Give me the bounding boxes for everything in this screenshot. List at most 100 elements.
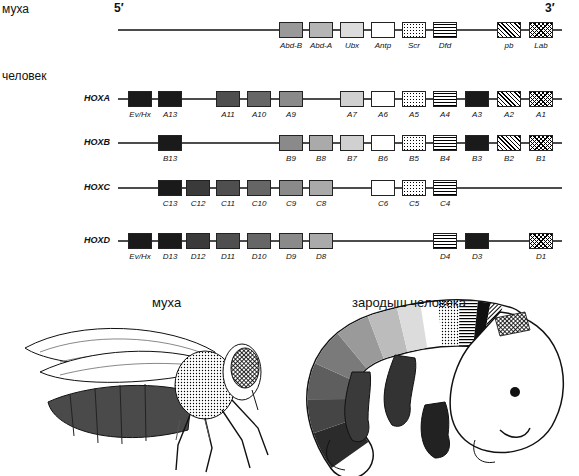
gene-name: B6 — [378, 154, 388, 163]
gene-box: A4 — [433, 91, 457, 107]
gene-name: A11 — [221, 110, 235, 119]
gene-fill — [402, 180, 426, 196]
gene-box: B6 — [371, 135, 395, 151]
gene-box: A7 — [340, 91, 364, 107]
gene-box: A2 — [497, 91, 521, 107]
gene-box: A11 — [216, 91, 240, 107]
gene-fill — [402, 22, 426, 38]
gene-name: B2 — [504, 154, 514, 163]
gene-fill — [158, 91, 182, 107]
gene-name: A7 — [347, 110, 357, 119]
gene-fill — [529, 233, 553, 249]
species-label: человек — [2, 70, 47, 82]
gene-box: D13 — [158, 233, 182, 249]
gene-name: D12 — [191, 252, 206, 261]
gene-box: A5 — [402, 91, 426, 107]
gene-box: A3 — [465, 91, 489, 107]
gene-fill — [497, 135, 521, 151]
figure-label: зародыш человека — [352, 296, 466, 309]
gene-name: B13 — [163, 154, 177, 163]
gene-name: D13 — [163, 252, 178, 261]
cluster-name: HOXA — [84, 94, 110, 103]
fly-drawing — [25, 328, 268, 472]
gene-fill — [309, 135, 333, 151]
gene-fill — [216, 91, 240, 107]
gene-fill — [402, 135, 426, 151]
gene-fill — [247, 91, 271, 107]
gene-box: C11 — [216, 180, 240, 196]
gene-fill — [279, 233, 303, 249]
gene-name: A5 — [409, 110, 419, 119]
gene-fill — [433, 91, 457, 107]
gene-fill — [128, 91, 152, 107]
gene-fill — [247, 180, 271, 196]
gene-name: B7 — [347, 154, 357, 163]
gene-fill — [371, 180, 395, 196]
gene-name: D11 — [221, 252, 235, 261]
gene-box: D3 — [465, 233, 489, 249]
gene-box: C12 — [186, 180, 210, 196]
gene-box: Ev/Hx — [128, 91, 152, 107]
gene-fill — [309, 180, 333, 196]
cluster-name: HOXD — [84, 236, 110, 245]
gene-fill — [340, 135, 364, 151]
gene-name: Antp — [375, 41, 391, 50]
gene-fill — [497, 91, 521, 107]
gene-name: C9 — [286, 199, 296, 208]
gene-name: D9 — [286, 252, 296, 261]
gene-name: B4 — [440, 154, 450, 163]
gene-box: C5 — [402, 180, 426, 196]
gene-box: C13 — [158, 180, 182, 196]
gene-name: B9 — [286, 154, 296, 163]
gene-box: B3 — [465, 135, 489, 151]
gene-box: D10 — [247, 233, 271, 249]
gene-name: A6 — [378, 110, 388, 119]
gene-name: Dfd — [439, 41, 451, 50]
gene-name: A1 — [536, 110, 546, 119]
gene-fill — [309, 233, 333, 249]
gene-name: A13 — [163, 110, 177, 119]
gene-fill — [402, 91, 426, 107]
gene-box: D12 — [186, 233, 210, 249]
gene-box: D8 — [309, 233, 333, 249]
gene-fill — [465, 233, 489, 249]
gene-box: Ev/Hx — [128, 233, 152, 249]
gene-name: Ev/Hx — [129, 110, 150, 119]
gene-name: C13 — [163, 199, 178, 208]
gene-fill — [186, 180, 210, 196]
gene-name: C4 — [440, 199, 450, 208]
cluster-name: HOXB — [84, 138, 110, 147]
gene-fill — [465, 135, 489, 151]
gene-fill — [371, 135, 395, 151]
gene-fill — [465, 91, 489, 107]
gene-fill — [247, 233, 271, 249]
gene-box: A9 — [279, 91, 303, 107]
gene-name: B8 — [316, 154, 326, 163]
gene-box: A13 — [158, 91, 182, 107]
gene-box: A6 — [371, 91, 395, 107]
gene-name: C5 — [409, 199, 419, 208]
gene-name: Abd-A — [310, 41, 332, 50]
gene-box: B8 — [309, 135, 333, 151]
gene-fill — [279, 22, 303, 38]
gene-box: pb — [497, 22, 521, 38]
gene-fill — [128, 233, 152, 249]
gene-box: A10 — [247, 91, 271, 107]
gene-box: C10 — [247, 180, 271, 196]
gene-name: C10 — [252, 199, 267, 208]
gene-fill — [309, 22, 333, 38]
gene-name: C11 — [221, 199, 235, 208]
gene-box: D9 — [279, 233, 303, 249]
species-label: муха — [2, 3, 29, 15]
gene-name: Ubx — [345, 41, 359, 50]
gene-name: Scr — [408, 41, 420, 50]
gene-fill — [216, 233, 240, 249]
gene-fill — [529, 91, 553, 107]
gene-name: A9 — [286, 110, 296, 119]
gene-fill — [158, 233, 182, 249]
gene-name: D1 — [536, 252, 546, 261]
gene-box: B9 — [279, 135, 303, 151]
gene-fill — [433, 233, 457, 249]
gene-name: A2 — [504, 110, 514, 119]
